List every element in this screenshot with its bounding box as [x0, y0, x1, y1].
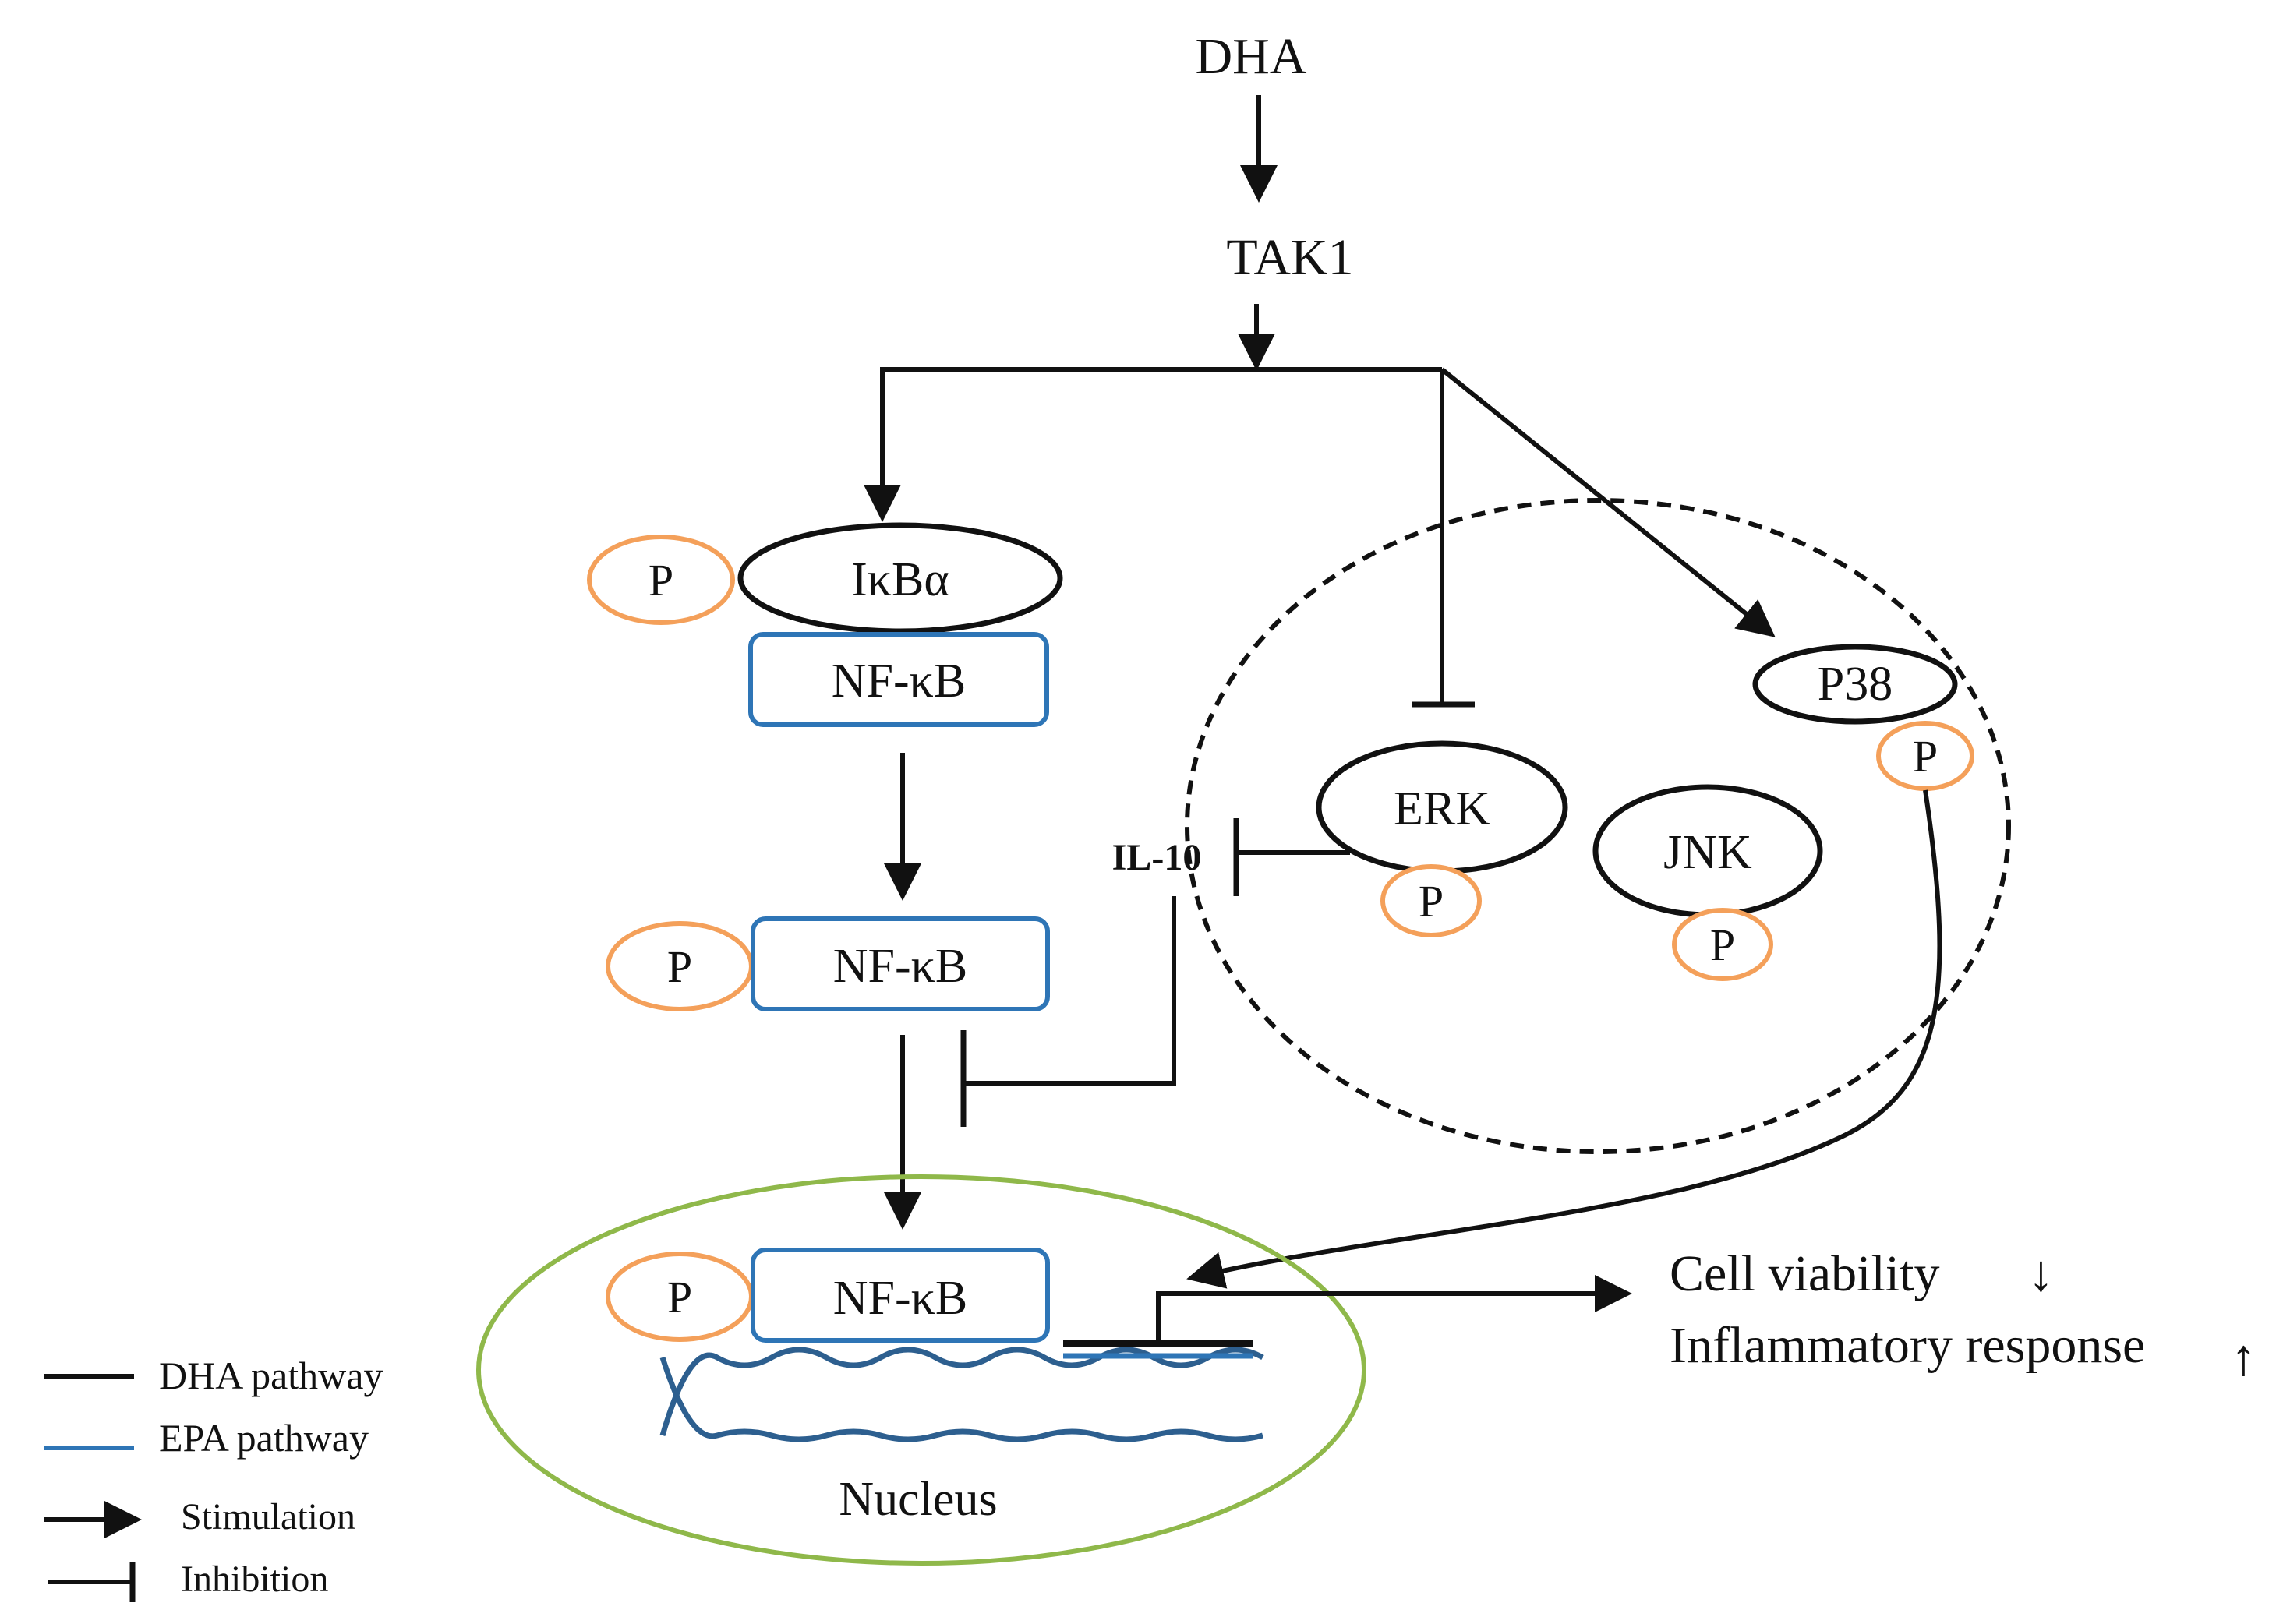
- erk-phospho-label: P: [1419, 876, 1444, 927]
- erk-label: ERK: [1394, 782, 1490, 835]
- mapk-compartment: [1185, 498, 2011, 1154]
- nucleus-compartment: [476, 1174, 1366, 1566]
- p38-phospho-circle: [1876, 721, 1974, 791]
- dna-helix: [659, 1347, 1264, 1442]
- p38-label: P38: [1818, 658, 1893, 711]
- jnk-phospho-circle: [1672, 908, 1773, 981]
- legend-dha-label: DHA pathway: [159, 1354, 383, 1397]
- dha-label: DHA: [1196, 28, 1307, 85]
- nfkb-nucleus-node: [751, 1248, 1050, 1343]
- nfkb-mid-phospho-label: P: [667, 941, 692, 992]
- nfkb-top-label: NF-κB: [832, 655, 967, 708]
- nfkb-nucleus-label: NF-κB: [833, 1272, 968, 1325]
- nfkb-mid-node: [751, 916, 1050, 1011]
- p38-phospho-label: P: [1913, 731, 1938, 782]
- legend-inhibition-label: Inhibition: [181, 1559, 328, 1600]
- nfkb-mid-label: NF-κB: [833, 940, 968, 993]
- branch-line: [880, 367, 1442, 517]
- transcription-output: [1156, 1275, 1632, 1340]
- nucleus-label: Nucleus: [839, 1473, 997, 1526]
- nfkb-top-node: [748, 632, 1049, 727]
- jnk-phospho-label: P: [1710, 920, 1735, 970]
- p38-to-nucleus-arrow: [1186, 789, 1942, 1289]
- legend: DHA pathway EPA pathway Stimulation Inhi…: [44, 1354, 383, 1602]
- ikba-phospho-label: P: [649, 555, 673, 605]
- erk-phospho-circle: [1380, 864, 1482, 937]
- ikba-node: [737, 522, 1063, 634]
- cell-viability-arrow: ↓: [2028, 1245, 2054, 1302]
- ikba-label: IκBα: [851, 553, 949, 606]
- legend-epa-label: EPA pathway: [159, 1416, 369, 1460]
- il10-to-nfkb-inhibition: [963, 896, 1176, 1086]
- nfkb-nucleus-phospho-label: P: [667, 1272, 692, 1322]
- cell-viability-label: Cell viability: [1670, 1245, 1939, 1302]
- p38-node: [1752, 644, 1958, 725]
- il10-label: IL-10: [1112, 837, 1202, 878]
- jnk-label: JNK: [1663, 826, 1752, 879]
- legend-stimulation-label: Stimulation: [181, 1496, 355, 1538]
- inflammatory-response-label: Inflammatory response: [1670, 1317, 2145, 1374]
- tak1-label: TAK1: [1226, 229, 1353, 286]
- branch-to-p38-arrow: [1440, 367, 1776, 637]
- inflammatory-response-arrow: ↑: [2231, 1329, 2257, 1386]
- ikba-phospho-circle: [587, 535, 735, 625]
